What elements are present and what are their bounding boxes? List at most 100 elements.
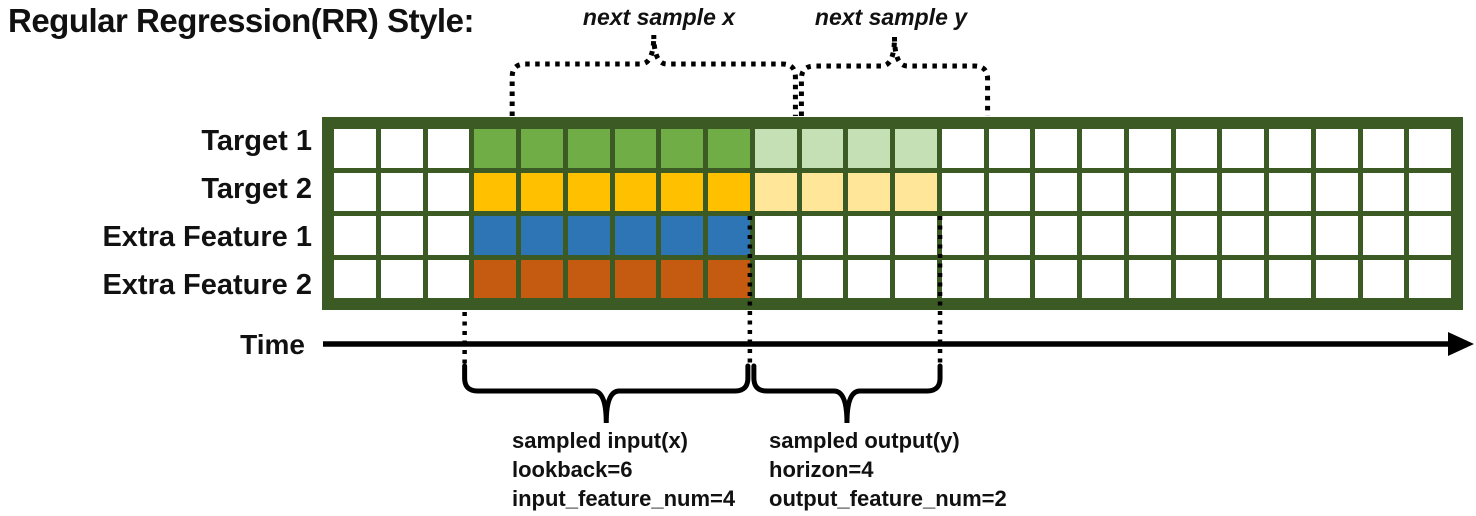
grid-cell-r1-c23-empty — [1362, 129, 1405, 168]
grid-cell-r3-c9-input — [708, 216, 750, 255]
grid-cell-r3-c5-input — [521, 216, 563, 255]
grid-cell-r1-c19-empty — [1175, 129, 1218, 168]
grid-cell-r4-c21-empty — [1269, 259, 1311, 298]
grid-cell-r3-c17-empty — [1082, 216, 1124, 255]
sampled-input-brace — [462, 363, 751, 424]
grid-cell-r4-c15-empty — [988, 259, 1031, 298]
grid-cell-r3-c10-empty — [754, 216, 797, 255]
grid-cell-r2-c7-input — [614, 172, 657, 211]
time-axis-arrowhead — [1448, 332, 1474, 356]
grid-cell-r2-c14-empty — [941, 172, 984, 211]
grid-cell-r1-c7-input — [614, 129, 657, 168]
grid-cell-r2-c10-output — [754, 172, 797, 211]
grid-cell-r4-c23-empty — [1362, 259, 1405, 298]
sampled-output-line-3: output_feature_num=2 — [769, 486, 1007, 511]
grid-cell-r2-c9-input — [708, 172, 750, 211]
sampled-input-line-3: input_feature_num=4 — [512, 486, 736, 511]
grid-cell-r2-c17-empty — [1082, 172, 1124, 211]
grid-cell-r4-c3-empty — [427, 259, 470, 298]
grid-cell-r4-c4-input — [474, 259, 516, 298]
grid-cell-r1-c10-output — [754, 129, 797, 168]
grid-cell-r3-c22-empty — [1315, 216, 1358, 255]
grid-cell-r3-c3-empty — [427, 216, 470, 255]
sampled-input-line-2: lookback=6 — [512, 457, 633, 482]
sampled-input-line-1: sampled input(x) — [512, 428, 689, 453]
grid-cell-r3-c16-empty — [1035, 216, 1077, 255]
grid-cell-r4-c1-empty — [334, 259, 376, 298]
row-label-target-2: Target 2 — [201, 172, 312, 205]
grid-cell-r4-c10-empty — [754, 259, 797, 298]
grid-cell-r3-c20-empty — [1222, 216, 1264, 255]
grid-cell-r2-c13-output — [895, 172, 937, 211]
grid-cell-r4-c7-input — [614, 259, 657, 298]
grid-cell-r4-c17-empty — [1082, 259, 1124, 298]
row-label-target-1: Target 1 — [201, 124, 312, 157]
grid-cell-r2-c19-empty — [1175, 172, 1218, 211]
grid-cell-r1-c18-empty — [1128, 129, 1171, 168]
grid-cell-r3-c6-input — [567, 216, 610, 255]
grid-cell-r1-c12-output — [848, 129, 890, 168]
sampled-output-caption: sampled output(y) horizon=4 output_featu… — [769, 426, 1007, 513]
grid-cell-r1-c2-empty — [380, 129, 423, 168]
grid-cell-r1-c6-input — [567, 129, 610, 168]
grid-cell-r1-c5-input — [521, 129, 563, 168]
grid-cell-r4-c22-empty — [1315, 259, 1358, 298]
grid-cell-r2-c4-input — [474, 172, 516, 211]
grid-cell-r4-c19-empty — [1175, 259, 1218, 298]
grid-cell-r1-c24-empty — [1409, 129, 1451, 168]
grid-cell-r2-c22-empty — [1315, 172, 1358, 211]
grid-cell-r1-c8-input — [661, 129, 703, 168]
grid-cell-r1-c9-input — [708, 129, 750, 168]
grid-cell-r3-c7-input — [614, 216, 657, 255]
grid-cell-r3-c19-empty — [1175, 216, 1218, 255]
grid-cell-r2-c6-input — [567, 172, 610, 211]
grid-cell-r1-c21-empty — [1269, 129, 1311, 168]
grid-cell-r3-c12-empty — [848, 216, 890, 255]
grid-cell-r4-c24-empty — [1409, 259, 1451, 298]
grid-cell-r3-c1-empty — [334, 216, 376, 255]
grid-cell-r1-c3-empty — [427, 129, 470, 168]
grid-cell-r4-c5-input — [521, 259, 563, 298]
grid-cell-r2-c2-empty — [380, 172, 423, 211]
grid-cell-r1-c15-empty — [988, 129, 1031, 168]
grid-cell-r4-c14-empty — [941, 259, 984, 298]
sampled-input-caption: sampled input(x) lookback=6 input_featur… — [512, 426, 735, 513]
grid-cell-r4-c8-input — [661, 259, 703, 298]
row-label-extra-feature-2: Extra Feature 2 — [102, 269, 312, 302]
grid-cell-r3-c21-empty — [1269, 216, 1311, 255]
page-title: Regular Regression(RR) Style: — [8, 2, 474, 39]
grid-cell-r1-c22-empty — [1315, 129, 1358, 168]
next-sample-y-label: next sample y — [814, 4, 968, 30]
grid-cell-r3-c18-empty — [1128, 216, 1171, 255]
grid-cell-r2-c1-empty — [334, 172, 376, 211]
grid-cell-r4-c12-empty — [848, 259, 890, 298]
next-sample-y-brace — [798, 36, 991, 116]
grid-cell-r1-c17-empty — [1082, 129, 1124, 168]
grid-cell-r1-c16-empty — [1035, 129, 1077, 168]
row-labels: Target 1 Target 2 Extra Feature 1 Extra Fea… — [0, 117, 312, 310]
grid-cell-r4-c16-empty — [1035, 259, 1077, 298]
grid-cell-r1-c4-input — [474, 129, 516, 168]
grid-cell-r3-c8-input — [661, 216, 703, 255]
time-axis-label: Time — [240, 329, 305, 360]
grid-cell-r4-c11-empty — [801, 259, 844, 298]
grid-cell-r2-c23-empty — [1362, 172, 1405, 211]
grid-cell-r3-c14-empty — [941, 216, 984, 255]
grid-cell-r3-c15-empty — [988, 216, 1031, 255]
sampled-output-line-1: sampled output(y) — [769, 428, 960, 453]
grid-cell-r2-c21-empty — [1269, 172, 1311, 211]
grid-cell-r3-c2-empty — [380, 216, 423, 255]
grid-cell-r1-c11-output — [801, 129, 844, 168]
grid-cell-r2-c3-empty — [427, 172, 470, 211]
grid-cell-r4-c20-empty — [1222, 259, 1264, 298]
grid-cell-r4-c2-empty — [380, 259, 423, 298]
row-label-extra-feature-1: Extra Feature 1 — [102, 221, 312, 254]
grid-cell-r4-c18-empty — [1128, 259, 1171, 298]
next-sample-x-label: next sample x — [582, 4, 736, 30]
grid-cell-r1-c20-empty — [1222, 129, 1264, 168]
sampled-output-brace — [751, 363, 943, 424]
grid-cell-r4-c6-input — [567, 259, 610, 298]
grid-cell-r2-c16-empty — [1035, 172, 1077, 211]
time-series-grid — [322, 117, 1463, 310]
